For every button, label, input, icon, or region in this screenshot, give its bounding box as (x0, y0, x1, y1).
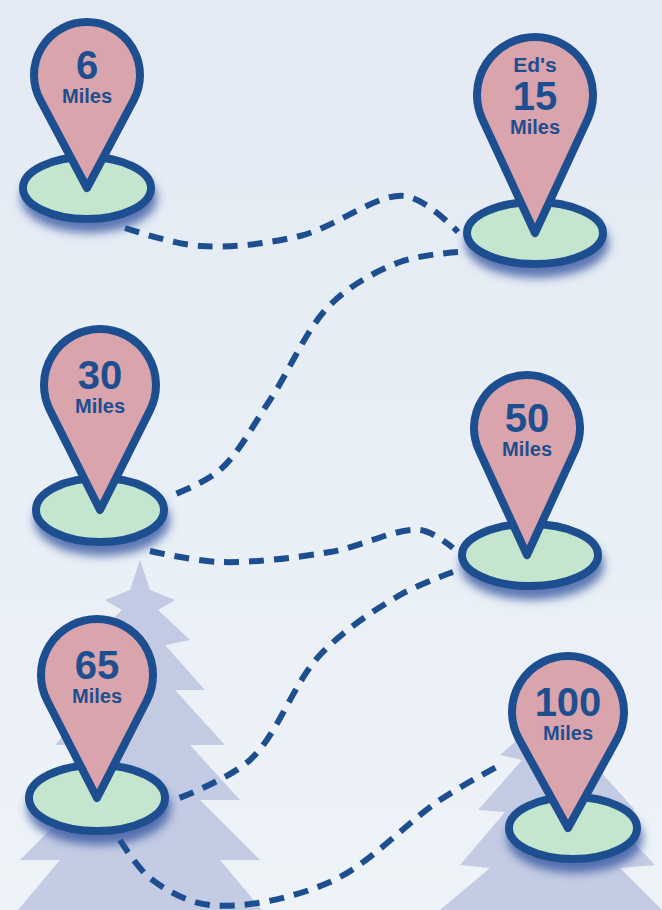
distance-label: Miles (543, 723, 593, 743)
pin-head (44, 329, 156, 510)
map-pin: Ed's15Miles (458, 28, 612, 273)
distance-number: 65 (75, 645, 120, 685)
distance-number: 30 (78, 355, 123, 395)
map-pin: 65Miles (20, 610, 174, 840)
dashed-route (174, 572, 453, 800)
pin-head (477, 37, 593, 233)
distance-label: Miles (510, 117, 560, 137)
map-pin: 50Miles (453, 366, 607, 595)
pin-head (474, 375, 580, 555)
distance-label: Miles (72, 686, 122, 706)
map-pin: 6Miles (14, 13, 160, 228)
pine-tree (18, 560, 262, 910)
distance-number: 100 (535, 682, 602, 722)
pin-label: 6Miles (30, 18, 144, 132)
distance-number: 50 (505, 398, 550, 438)
pin-head (512, 656, 624, 828)
dashed-route (125, 196, 458, 247)
pin-shape (500, 647, 646, 868)
pin-head (34, 22, 140, 188)
distance-number: 6 (76, 45, 98, 85)
distance-label: Miles (502, 439, 552, 459)
pin-head (41, 619, 153, 798)
map-pin: 30Miles (27, 320, 173, 551)
dashed-route (173, 252, 458, 495)
pin-label: 100Miles (508, 652, 628, 772)
pin-label: 65Miles (37, 615, 157, 735)
pin-label: 30Miles (40, 325, 160, 445)
distance-number: 15 (513, 76, 558, 116)
distance-label: Miles (75, 396, 125, 416)
pin-label: Ed's15Miles (473, 33, 597, 157)
pin-label: 50Miles (470, 371, 584, 485)
map-pin: 100Miles (500, 647, 646, 868)
distance-label: Ed's (513, 54, 557, 75)
distance-label: Miles (62, 86, 112, 106)
dashed-route (120, 765, 500, 906)
dashed-route (150, 530, 453, 562)
